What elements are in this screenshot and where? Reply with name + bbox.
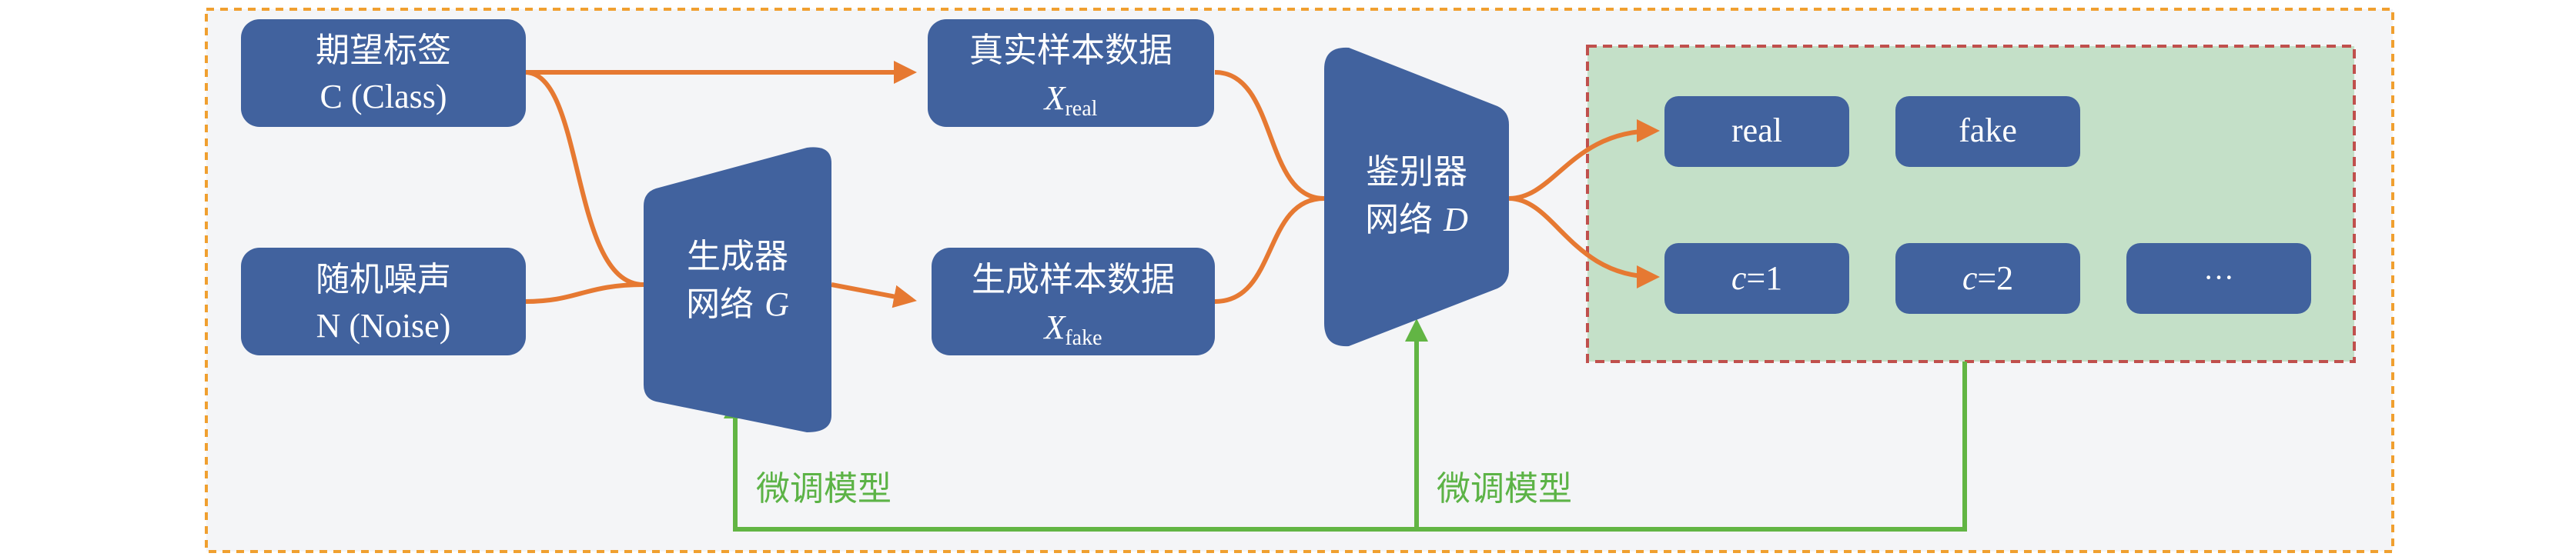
generator-feedback-label: 微调模型 bbox=[756, 469, 892, 508]
generator-symbol: G bbox=[764, 285, 789, 323]
discriminator-feedback-label: 微调模型 bbox=[1437, 469, 1572, 508]
noise-box-subtitle: N (Noise) bbox=[316, 307, 451, 345]
output-class2-label: c=2 bbox=[1962, 259, 2013, 297]
fake-data-symbol: Xfake bbox=[1042, 308, 1102, 350]
fake-data-var: X bbox=[1042, 308, 1066, 346]
output-panel bbox=[1586, 45, 2356, 363]
output-real-label: real bbox=[1731, 112, 1782, 149]
discriminator-network: 鉴别器 网络 D bbox=[1324, 47, 1509, 347]
output-class1-label: c=1 bbox=[1731, 259, 1782, 297]
fake-data-box: 生成样本数据 Xfake bbox=[932, 248, 1215, 355]
real-to-discriminator-curve bbox=[1214, 70, 1325, 201]
output-ellipsis-label: ··· bbox=[2203, 260, 2234, 295]
output-ellipsis-box: ··· bbox=[2126, 243, 2311, 314]
output-class1-var: c bbox=[1731, 259, 1747, 297]
discriminator-to-real-arrow bbox=[1508, 119, 1660, 201]
generator-network: 生成器 网络 G bbox=[644, 147, 831, 432]
output-fake-label: fake bbox=[1959, 112, 2017, 149]
noise-to-generator-curve bbox=[524, 282, 644, 304]
generator-to-fake-arrow bbox=[831, 282, 917, 308]
output-real-box: real bbox=[1664, 96, 1849, 167]
noise-box-title: 随机噪声 bbox=[316, 260, 451, 299]
real-data-box: 真实样本数据 Xreal bbox=[928, 19, 1214, 127]
real-data-sub: real bbox=[1065, 97, 1097, 121]
label-box-title: 期望标签 bbox=[316, 31, 451, 70]
output-class2-box: c=2 bbox=[1895, 243, 2080, 314]
fake-data-title: 生成样本数据 bbox=[972, 260, 1175, 299]
discriminator-to-class-arrow bbox=[1508, 196, 1660, 288]
label-box: 期望标签 C (Class) bbox=[241, 19, 526, 127]
generator-subtitle-prefix: 网络 bbox=[686, 285, 764, 324]
discriminator-subtitle-prefix: 网络 bbox=[1365, 200, 1444, 239]
generator-title: 生成器 bbox=[687, 237, 788, 276]
real-data-title: 真实样本数据 bbox=[969, 31, 1173, 70]
output-class1-val: =1 bbox=[1746, 259, 1782, 297]
generator-subtitle: 网络 G bbox=[686, 285, 789, 324]
discriminator-symbol: D bbox=[1443, 201, 1468, 238]
label-to-generator-curve bbox=[524, 70, 644, 287]
output-class2-var: c bbox=[1962, 259, 1978, 297]
fake-data-sub: fake bbox=[1065, 326, 1102, 350]
output-fake-box: fake bbox=[1895, 96, 2080, 167]
real-data-var: X bbox=[1043, 79, 1067, 117]
discriminator-title: 鉴别器 bbox=[1366, 152, 1467, 192]
noise-box: 随机噪声 N (Noise) bbox=[241, 248, 526, 355]
discriminator-subtitle: 网络 D bbox=[1365, 200, 1468, 239]
label-box-subtitle: C (Class) bbox=[320, 78, 447, 115]
output-class1-box: c=1 bbox=[1664, 243, 1849, 314]
output-class2-val: =2 bbox=[1977, 259, 2013, 297]
feedback-line bbox=[724, 362, 1967, 532]
fake-to-discriminator-curve bbox=[1214, 196, 1325, 304]
real-data-symbol: Xreal bbox=[1043, 79, 1098, 121]
